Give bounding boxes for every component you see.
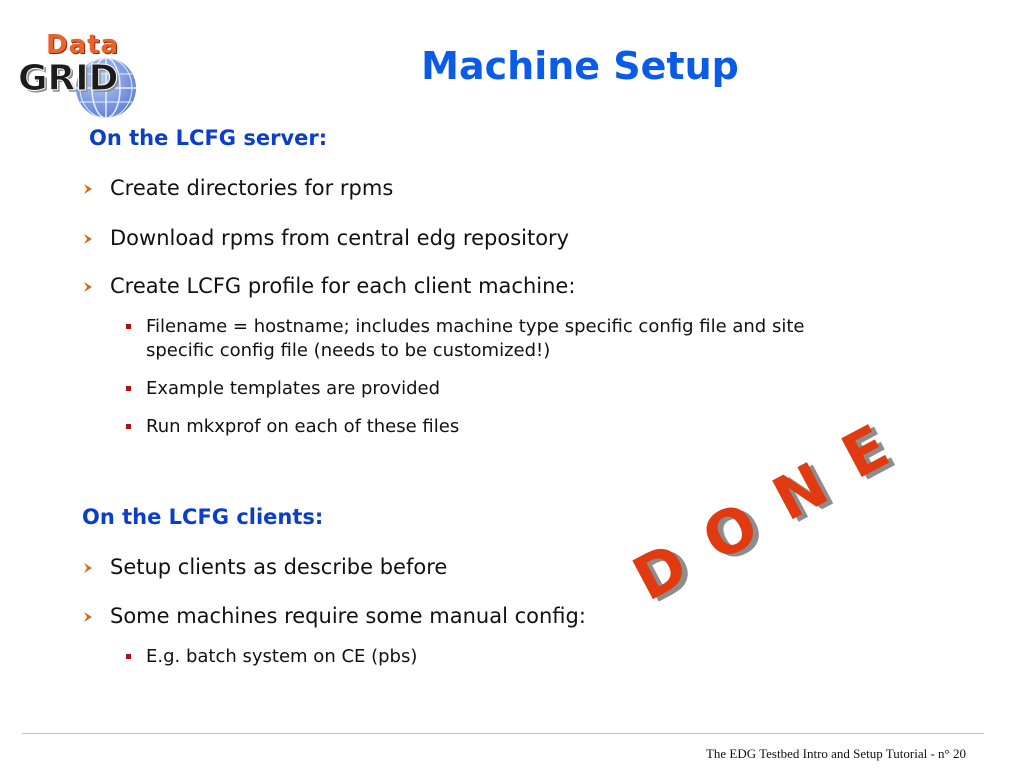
square-bullet-icon (126, 654, 131, 659)
clients-bullet-1: Setup clients as describe before (84, 555, 447, 579)
server-sub-1-continued: specific config file (needs to be custom… (146, 340, 551, 361)
server-bullet-1: Create directories for rpms (84, 176, 393, 200)
arrow-bullet-icon (84, 563, 92, 573)
server-heading: On the LCFG server: (89, 126, 328, 150)
done-letter: OO (692, 489, 776, 577)
logo-data-text: Data (46, 30, 120, 60)
footer-text: The EDG Testbed Intro and Setup Tutorial… (705, 746, 966, 761)
square-bullet-icon (126, 386, 131, 391)
clients-heading: On the LCFG clients: (82, 505, 324, 529)
done-letter: DD (630, 530, 705, 618)
datagrid-logo: Data GRID (16, 30, 156, 119)
arrow-bullet-icon (84, 234, 92, 244)
clients-sub-1: E.g. batch system on CE (pbs) (126, 646, 417, 667)
arrow-bullet-icon (84, 612, 92, 622)
done-letter: NN (762, 450, 845, 538)
square-bullet-icon (126, 324, 131, 329)
clients-bullet-2: Some machines require some manual config… (84, 604, 586, 628)
done-letter: EE (831, 412, 906, 496)
page-title: Machine Setup (421, 44, 739, 88)
footer-divider (22, 733, 984, 734)
server-sub-3: Run mkxprof on each of these files (126, 416, 459, 437)
logo-grid-text: GRID (18, 58, 120, 100)
arrow-bullet-icon (84, 184, 92, 194)
square-bullet-icon (126, 424, 131, 429)
server-sub-1: Filename = hostname; includes machine ty… (126, 316, 804, 337)
server-bullet-2: Download rpms from central edg repositor… (84, 226, 569, 250)
arrow-bullet-icon (84, 282, 92, 292)
server-bullet-3: Create LCFG profile for each client mach… (84, 274, 575, 298)
globe-icon (76, 57, 136, 119)
server-sub-2: Example templates are provided (126, 378, 440, 399)
